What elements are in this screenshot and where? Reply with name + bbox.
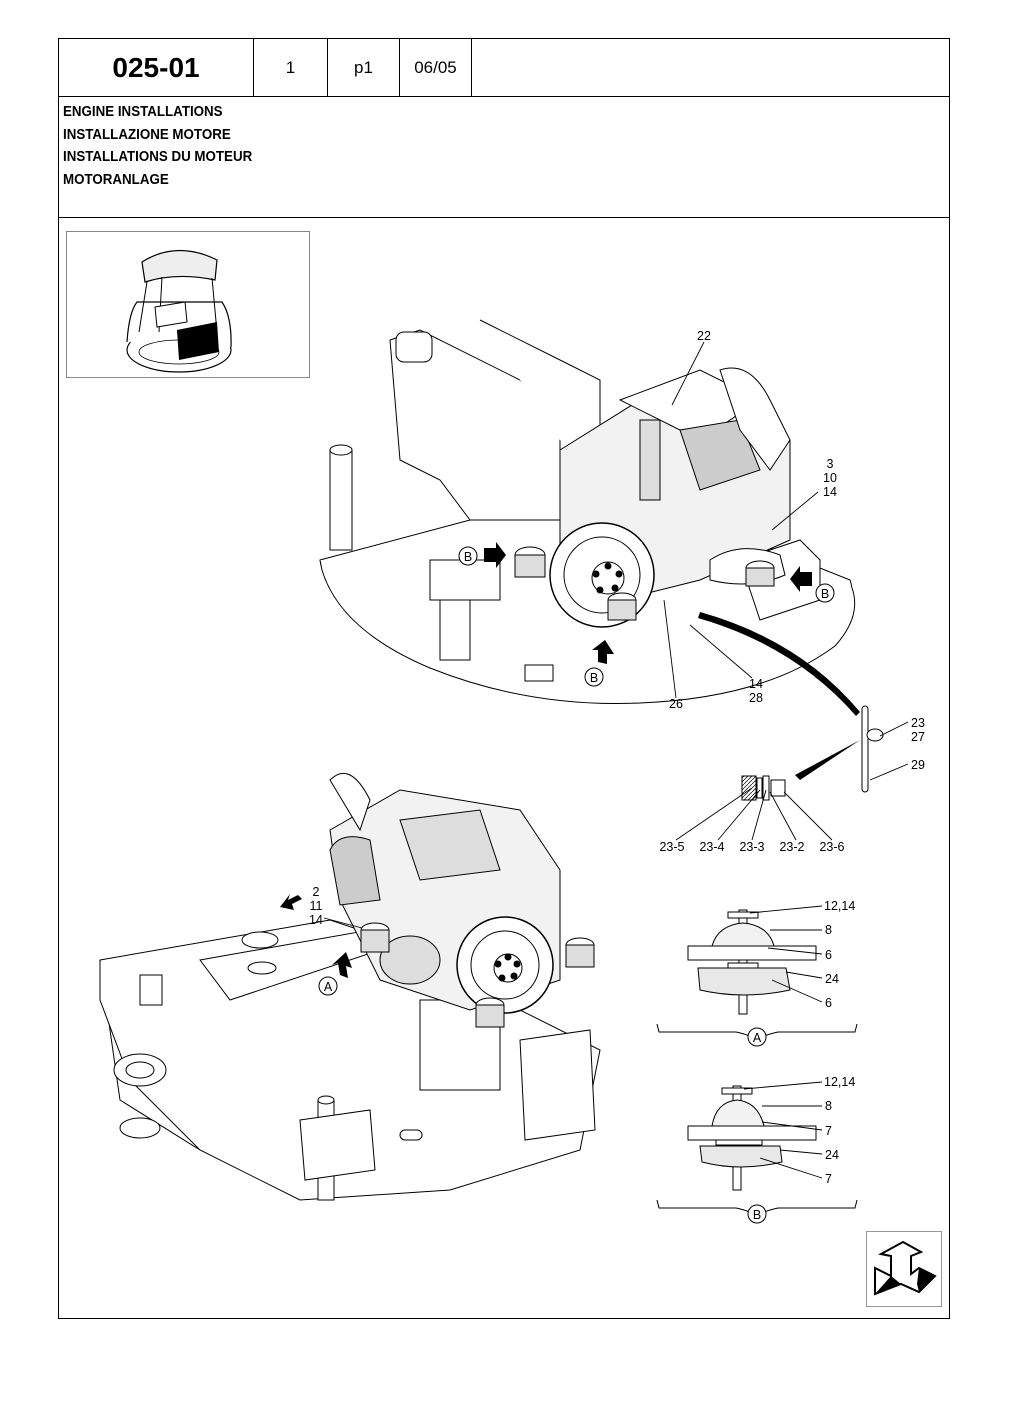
title-divider <box>58 217 950 218</box>
marker-a-label: A <box>324 980 333 994</box>
next-page-arrow-icon <box>874 1240 937 1296</box>
callout-label: 12,14 <box>824 1075 855 1089</box>
callout-label: 28 <box>749 691 763 705</box>
marker-b-label: B <box>590 671 598 685</box>
callout-label: 23-6 <box>819 840 844 854</box>
bolt-detail-illustration <box>741 705 884 801</box>
callout-label: 10 <box>823 471 837 485</box>
machine-location-thumbnail <box>66 231 310 378</box>
callout-label: 7 <box>825 1124 832 1138</box>
section-code: 025-01 <box>112 51 200 83</box>
detail-a-leaders <box>749 905 823 1003</box>
title-block: ENGINE INSTALLATIONS INSTALLAZIONE MOTOR… <box>63 101 252 191</box>
header-divider <box>58 96 950 97</box>
marker-b-label: B <box>821 587 829 601</box>
marker-b-label: B <box>464 550 472 564</box>
callout-label: 7 <box>825 1172 832 1186</box>
callout-label: 23-2 <box>779 840 804 854</box>
callout-label: 11 <box>310 899 323 913</box>
page-label: p1 <box>354 57 373 77</box>
sheet-number: 1 <box>285 57 296 77</box>
title-italian: INSTALLAZIONE MOTORE <box>63 126 231 143</box>
arrow-icon <box>280 894 352 978</box>
callout-label: 23-4 <box>699 840 724 854</box>
callout-label: 24 <box>825 1148 839 1162</box>
callout-label: 3 <box>827 457 834 471</box>
callout-label: 14 <box>749 677 763 691</box>
detail-b-leaders <box>743 1081 823 1179</box>
callout-leaders-upper <box>323 341 909 929</box>
callout-label: 23-3 <box>739 840 764 854</box>
mount-detail-b <box>687 1085 817 1191</box>
callout-label: 23-5 <box>659 840 684 854</box>
machine-thumbnail-icon <box>126 249 232 373</box>
callout-label: 8 <box>825 923 832 937</box>
next-page-button[interactable] <box>866 1231 942 1307</box>
arrow-icon <box>484 542 812 664</box>
callout-label: 26 <box>669 697 683 711</box>
mount-detail-a <box>687 909 817 1015</box>
callout-label: 22 <box>697 329 711 343</box>
view-markers <box>318 546 835 1224</box>
leader-wedge <box>698 612 860 716</box>
engine-lower-illustration <box>329 772 595 1028</box>
callout-label: 29 <box>911 758 925 772</box>
marker-b-label: B <box>753 1208 761 1222</box>
callout-label: 14 <box>309 913 323 927</box>
callout-label: 6 <box>825 948 832 962</box>
title-english: ENGINE INSTALLATIONS <box>63 104 223 120</box>
title-german: MOTORANLAGE <box>63 171 169 188</box>
callout-label: 27 <box>911 730 925 744</box>
drawing-sheet-frame <box>58 38 950 1319</box>
callout-label: 2 <box>313 885 320 899</box>
leader-wedge <box>795 740 860 780</box>
callout-label: 23 <box>911 716 925 730</box>
callout-label: 12,14 <box>824 899 855 913</box>
callout-label: 6 <box>825 996 832 1010</box>
engine-upper-illustration <box>514 367 791 628</box>
title-french: INSTALLATIONS DU MOTEUR <box>63 149 253 165</box>
callout-label: 24 <box>825 972 839 986</box>
marker-a-label: A <box>753 1031 762 1045</box>
date-label: 06/05 <box>414 57 457 77</box>
callout-label: 8 <box>825 1099 832 1113</box>
callout-label: 14 <box>823 485 837 499</box>
